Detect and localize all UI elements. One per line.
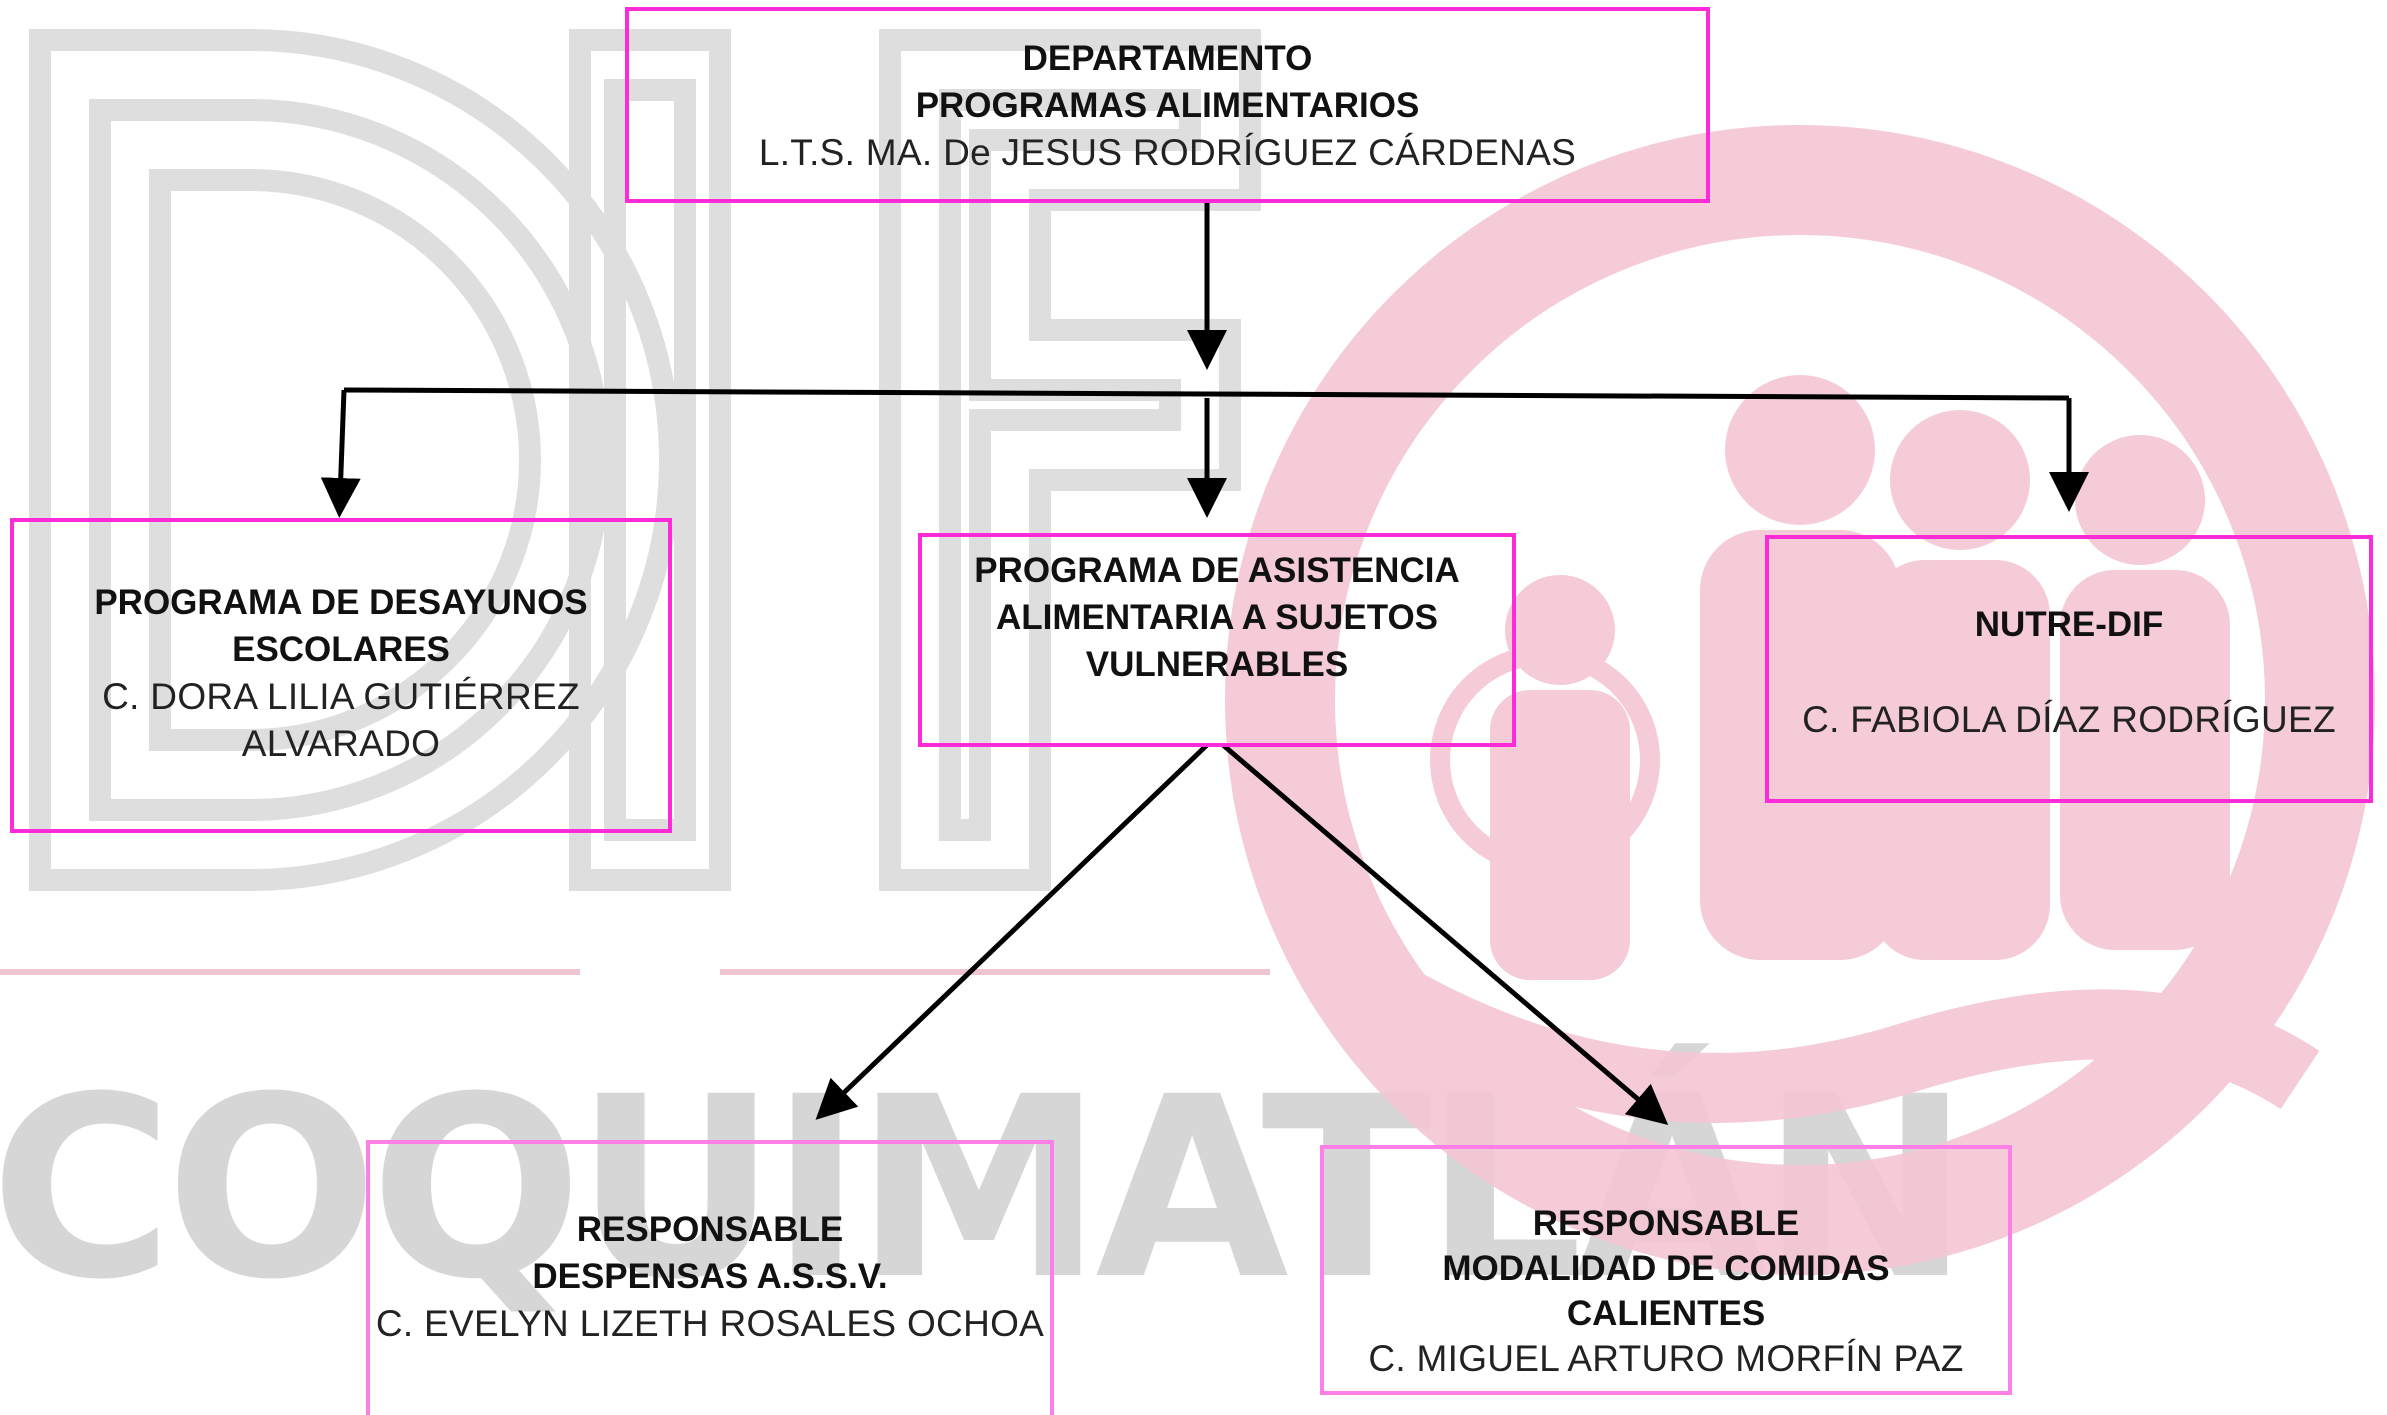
node-despensas-name: C. EVELYN LIZETH ROSALES OCHOA [375, 1303, 1045, 1344]
connector-horizontal-bar [343, 387, 2070, 401]
node-asistencia-title-2: ALIMENTARIA A SUJETOS [995, 598, 1439, 637]
watermark-letter-f [879, 29, 1261, 891]
node-comidas-title-2: MODALIDAD DE COMIDAS [1442, 1249, 1890, 1288]
node-asistencia-alimentaria: PROGRAMA DE ASISTENCIA ALIMENTARIA A SUJ… [918, 533, 1516, 747]
connector-to-despensas [815, 743, 1209, 1120]
node-departamento-name: L.T.S. MA. De JESUS RODRÍGUEZ CÁRDENAS [758, 132, 1577, 173]
node-nutre-name: C. FABIOLA DÍAZ RODRÍGUEZ [1802, 699, 2336, 740]
node-departamento-title-1: DEPARTAMENTO [1022, 39, 1313, 78]
watermark-letter-d [29, 29, 681, 891]
node-comidas-name: C. MIGUEL ARTURO MORFÍN PAZ [1368, 1338, 1964, 1379]
node-departamento: DEPARTAMENTO PROGRAMAS ALIMENTARIOS L.T.… [625, 7, 1710, 203]
node-despensas-assv: RESPONSABLE DESPENSAS A.S.S.V. C. EVELYN… [366, 1140, 1054, 1415]
node-nutre-dif: NUTRE-DIF C. FABIOLA DÍAZ RODRÍGUEZ [1765, 535, 2373, 803]
node-departamento-title-2: PROGRAMAS ALIMENTARIOS [915, 86, 1420, 125]
node-comidas-title-3: CALIENTES [1566, 1294, 1766, 1333]
connector-to-comidas [1221, 743, 1669, 1125]
node-desayunos-escolares: PROGRAMA DE DESAYUNOS ESCOLARES C. DORA … [10, 518, 672, 833]
watermark-family-circle [1225, 125, 2375, 1275]
node-comidas-calientes: RESPONSABLE MODALIDAD DE COMIDAS CALIENT… [1320, 1145, 2012, 1395]
node-desayunos-title-2: ESCOLARES [232, 630, 450, 669]
node-desayunos-name-2: ALVARADO [241, 723, 441, 764]
node-comidas-title-1: RESPONSABLE [1532, 1204, 1800, 1243]
node-asistencia-title-3: VULNERABLES [1085, 645, 1349, 684]
connector-to-desayunos [320, 389, 361, 518]
node-despensas-title-2: DESPENSAS A.S.S.V. [532, 1257, 888, 1296]
node-desayunos-title-1: PROGRAMA DE DESAYUNOS [94, 583, 588, 622]
node-desayunos-name-1: C. DORA LILIA GUTIÉRREZ [102, 676, 580, 717]
node-nutre-title: NUTRE-DIF [1974, 605, 2164, 644]
node-despensas-title-1: RESPONSABLE [576, 1210, 844, 1249]
node-asistencia-title-1: PROGRAMA DE ASISTENCIA [974, 551, 1460, 590]
